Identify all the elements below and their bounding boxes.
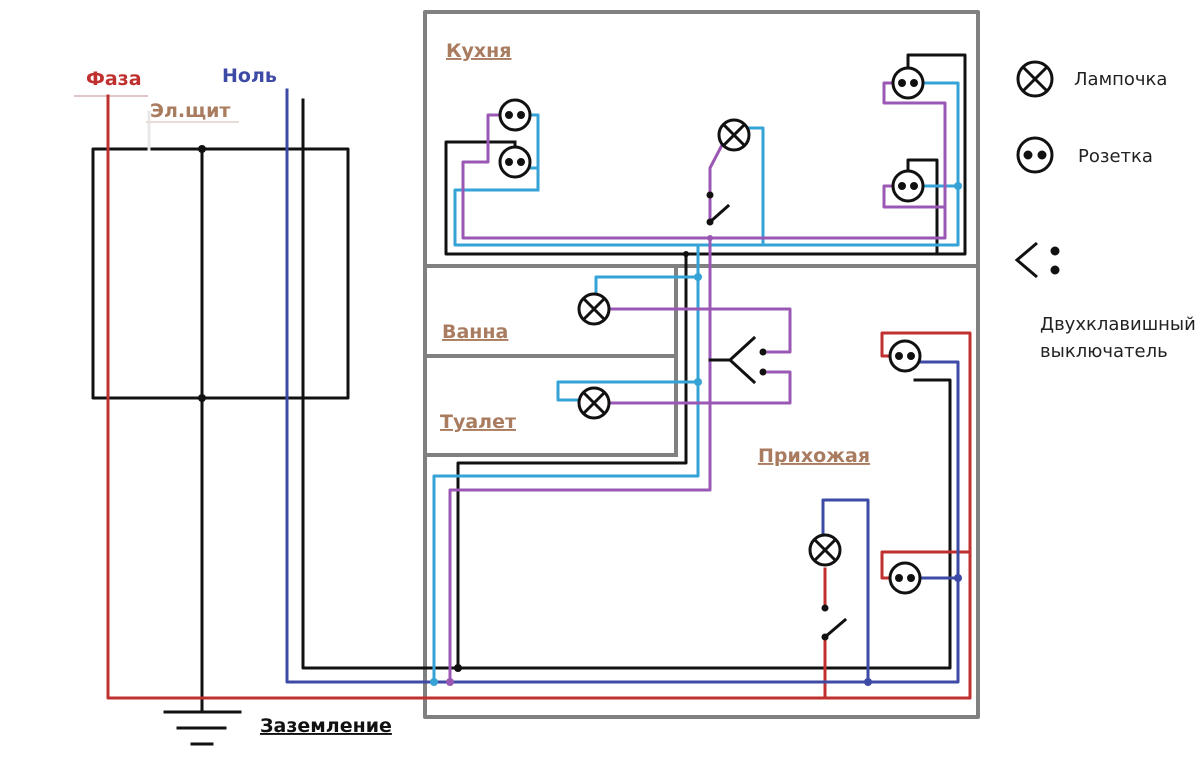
legend-switch-icon: [1014, 241, 1060, 279]
apartment-walls: [423, 10, 980, 719]
lamp-icon: [808, 533, 842, 567]
socket-icon: [891, 66, 925, 100]
bath-label: Ванна: [442, 321, 508, 343]
socket-icon: [498, 98, 532, 132]
sockets: [498, 66, 925, 595]
panel-label: Эл.щит: [150, 100, 230, 122]
legend-socket-icon: [1016, 136, 1054, 174]
toilet-label: Туалет: [440, 411, 516, 433]
electrical-panel: [91, 110, 350, 746]
legend-lamp-label: Лампочка: [1074, 69, 1167, 90]
legend-socket-label: Розетка: [1078, 146, 1153, 167]
legend-switch-label-line2: выключатель: [1040, 341, 1168, 362]
neutral-conductors: [285, 88, 960, 684]
ground-label: Заземление: [260, 715, 392, 737]
lamp-icon: [717, 118, 751, 152]
lamp-icon: [577, 386, 611, 420]
hallway-label: Прихожая: [758, 445, 870, 467]
legend-lamp-icon: [1016, 60, 1054, 98]
socket-icon: [891, 169, 925, 203]
lamp-icon: [577, 292, 611, 326]
purple-wiring: [448, 81, 947, 684]
switch-levers: [707, 203, 848, 640]
switch-contacts: [706, 191, 829, 641]
lamps: [577, 118, 842, 567]
socket-icon: [888, 339, 922, 373]
ground-conductors: [301, 53, 967, 670]
junction-dots: [198, 145, 962, 686]
kitchen-label: Кухня: [446, 40, 512, 62]
legend-icons: [1014, 60, 1060, 279]
socket-icon: [498, 145, 532, 179]
socket-icon: [888, 561, 922, 595]
neutral-label: Ноль: [222, 65, 277, 87]
light-blue-wiring: [432, 81, 960, 684]
phase-label: Фаза: [86, 68, 142, 90]
legend-switch-label-line1: Двухклавишный: [1040, 314, 1196, 335]
